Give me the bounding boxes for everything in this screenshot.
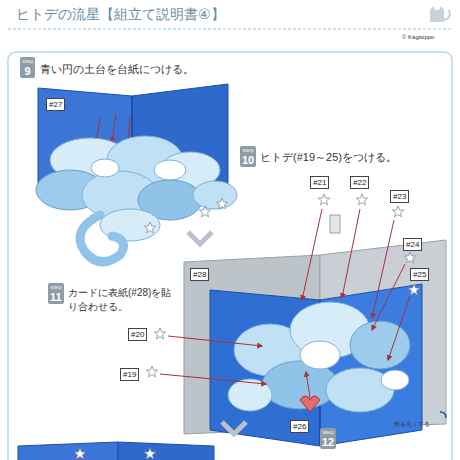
step-badge: step12: [320, 428, 336, 449]
callout-number: #20: [128, 328, 147, 341]
step10-card: [146, 194, 446, 446]
node-text: #21: [313, 177, 326, 188]
panel-frame: [8, 52, 452, 460]
copyright-note: © Kagisippo: [402, 33, 434, 41]
node-text: #27: [49, 99, 62, 110]
callout-number: #28: [190, 268, 209, 281]
node-text: #24: [406, 239, 419, 250]
step-instruction: カードに表紙(#28)を貼り合わせる。: [68, 286, 174, 313]
node-text: #28: [193, 269, 206, 280]
node-text: #26: [293, 421, 306, 432]
flow-chevron: [188, 232, 212, 244]
node-text: step: [50, 284, 61, 291]
step-badge: step9: [20, 57, 35, 78]
node-text: 12: [322, 436, 334, 448]
step-instruction: ヒトデ(#19～25)をつける。: [260, 150, 397, 165]
node-text: step: [322, 429, 333, 436]
node-text: step: [22, 58, 33, 65]
sheet-title: ヒトデの流星【組立て説明書④】: [16, 6, 225, 24]
node-text: #23: [393, 191, 406, 202]
header-rule: [8, 29, 452, 30]
step9-card: [36, 84, 237, 262]
callout-number: #22: [350, 176, 369, 189]
step12-card: [18, 442, 214, 460]
callout-number: #19: [120, 368, 139, 381]
node-text: #22: [353, 177, 366, 188]
cat-logo: [430, 6, 450, 22]
flow-chevron: [222, 422, 246, 434]
callout-number: #24: [403, 238, 422, 251]
step-badge: step11: [48, 283, 64, 304]
node-text: 11: [50, 291, 62, 303]
step-instruction: 青い円の土台を台紙につける。: [40, 62, 194, 77]
node-text: #20: [131, 329, 144, 340]
node-text: step: [242, 147, 253, 154]
node-text: #25: [413, 269, 426, 280]
callout-number: #25: [410, 268, 429, 281]
node-text: 9: [25, 65, 31, 77]
callout-number: #27: [46, 98, 65, 111]
callout-number: #26: [290, 420, 309, 433]
callout-number: #21: [310, 176, 329, 189]
note-text: 角を丸くする: [394, 420, 430, 428]
node-text: 10: [242, 154, 254, 166]
node-text: #19: [123, 369, 136, 380]
step-badge: step10: [240, 146, 256, 167]
callout-number: #23: [390, 190, 409, 203]
